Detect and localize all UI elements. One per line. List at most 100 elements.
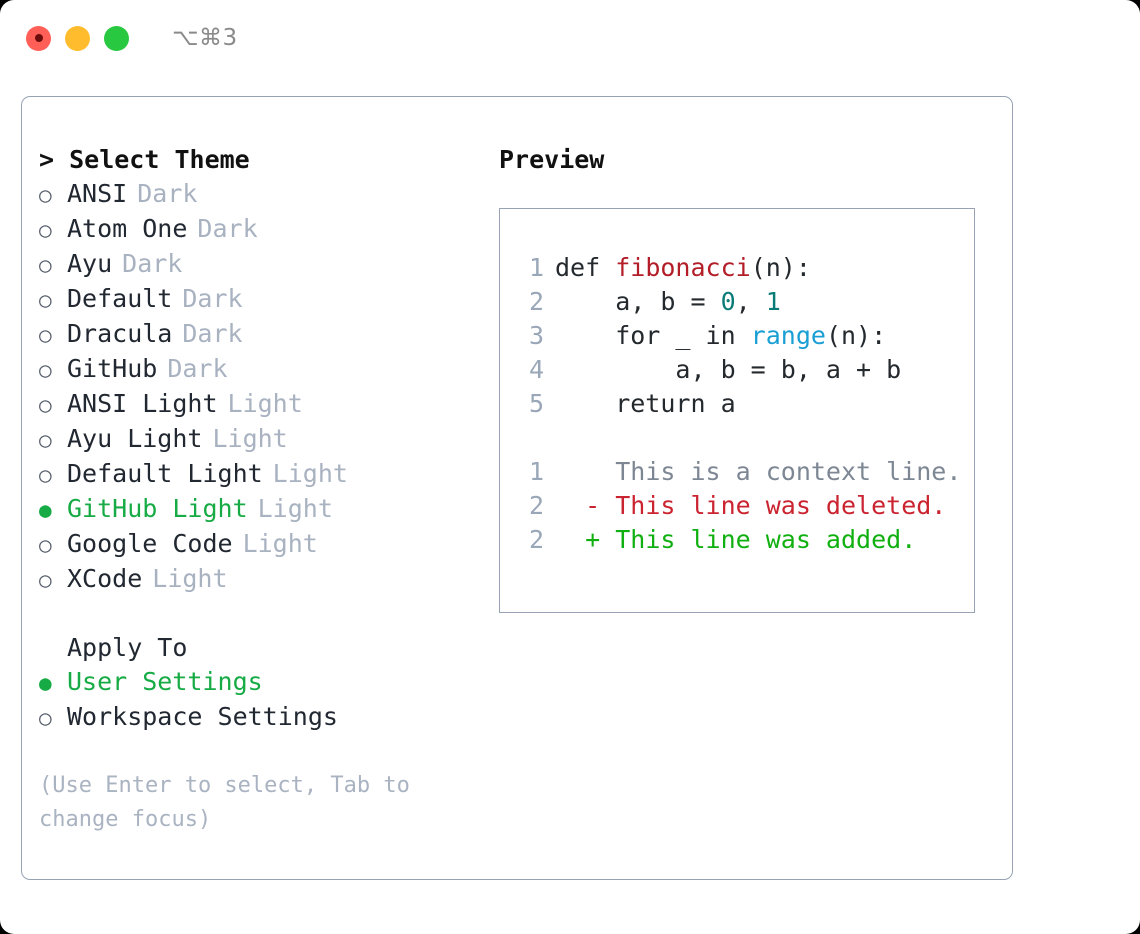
theme-option-label: Google Code	[67, 529, 233, 558]
diff-marker	[555, 457, 615, 486]
theme-variant-tag: Dark	[167, 354, 228, 383]
diff-text: This line was added.	[615, 525, 917, 554]
apply-to-option-user-settings[interactable]: ● User Settings	[39, 665, 499, 700]
line-number: 2	[528, 287, 544, 316]
code-token-num: 0	[720, 287, 736, 316]
code-line: 3 for _ in range(n):	[522, 319, 974, 353]
code-line: 1 def fibonacci(n):	[522, 251, 974, 285]
diff-marker: +	[555, 525, 616, 554]
spacer	[39, 597, 499, 631]
theme-option-default[interactable]: ○ Default Dark	[39, 282, 499, 317]
window-controls	[26, 25, 129, 51]
code-line: 2 a, b = 0, 1	[522, 285, 974, 319]
radio-unselected-icon: ○	[39, 533, 52, 557]
code-token-plain: a, b = b, a + b	[555, 355, 902, 384]
theme-variant-tag: Dark	[197, 214, 258, 243]
keyboard-hint-text: (Use Enter to select, Tab to change focu…	[39, 773, 424, 832]
theme-option-label: Dracula	[67, 319, 173, 348]
code-line: 4 a, b = b, a + b	[522, 353, 974, 387]
theme-option-label: XCode	[67, 564, 143, 593]
theme-option-ansi-light[interactable]: ○ ANSI Light Light	[39, 387, 499, 422]
radio-unselected-icon: ○	[39, 393, 52, 417]
theme-option-xcode[interactable]: ○ XCode Light	[39, 562, 499, 597]
theme-option-ansi[interactable]: ○ ANSI Dark	[39, 177, 499, 212]
apply-to-option-workspace-settings[interactable]: ○ Workspace Settings	[39, 700, 499, 735]
zoom-button[interactable]	[104, 25, 129, 51]
select-theme-heading: > Select Theme	[39, 145, 250, 174]
diff-sample: 1 This is a context line.2 - This line w…	[522, 455, 974, 557]
line-number: 3	[528, 321, 544, 350]
apply-to-option-label: Workspace Settings	[67, 702, 338, 731]
theme-variant-tag: Light	[152, 564, 228, 593]
theme-option-label: ANSI	[67, 179, 128, 208]
line-number: 5	[528, 389, 544, 418]
line-number: 1	[528, 253, 544, 282]
theme-variant-tag: Dark	[182, 319, 243, 348]
code-line: 5 return a	[522, 387, 974, 421]
spacer	[522, 421, 974, 455]
theme-option-default-light[interactable]: ○ Default Light Light	[39, 457, 499, 492]
code-token-plain: for _ in	[555, 321, 751, 350]
theme-option-label: GitHub	[67, 354, 158, 383]
radio-unselected-icon: ○	[39, 358, 52, 382]
radio-unselected-icon: ○	[39, 218, 52, 242]
radio-unselected-icon: ○	[39, 183, 52, 207]
minimize-button[interactable]	[65, 25, 90, 51]
code-token-plain: (n):	[750, 253, 811, 282]
apply-to-heading: Apply To	[67, 633, 188, 662]
keyboard-shortcut-label: ⌥⌘3	[172, 25, 238, 51]
theme-variant-tag: Dark	[122, 249, 183, 278]
radio-unselected-icon: ○	[39, 288, 52, 312]
radio-selected-icon: ●	[39, 498, 52, 522]
line-number: 4	[528, 355, 544, 384]
theme-option-label: Ayu Light	[67, 424, 203, 453]
theme-variant-tag: Light	[212, 424, 288, 453]
diff-line-ctx: 1 This is a context line.	[522, 455, 974, 489]
radio-unselected-icon: ○	[39, 463, 52, 487]
apply-to-option-list: ● User Settings ○ Workspace Settings	[39, 665, 499, 735]
theme-option-label: Default Light	[67, 459, 263, 488]
code-token-plain: a, b =	[555, 287, 721, 316]
theme-variant-tag: Light	[272, 459, 348, 488]
theme-option-label: ANSI Light	[67, 389, 218, 418]
theme-variant-tag: Light	[227, 389, 303, 418]
line-number: 2	[528, 491, 544, 520]
code-token-fn: fibonacci	[615, 253, 751, 282]
theme-variant-tag: Light	[242, 529, 318, 558]
close-button[interactable]	[26, 25, 51, 51]
code-token-num: 1	[765, 287, 781, 316]
theme-option-github[interactable]: ○ GitHub Dark	[39, 352, 499, 387]
theme-option-ayu-light[interactable]: ○ Ayu Light Light	[39, 422, 499, 457]
radio-unselected-icon: ○	[39, 706, 52, 730]
theme-option-dracula[interactable]: ○ Dracula Dark	[39, 317, 499, 352]
theme-option-label: Default	[67, 284, 173, 313]
diff-marker: -	[555, 491, 616, 520]
code-token-plain: return a	[555, 389, 736, 418]
theme-variant-tag: Dark	[137, 179, 198, 208]
preview-heading: Preview	[499, 145, 605, 174]
radio-unselected-icon: ○	[39, 323, 52, 347]
theme-variant-tag: Dark	[182, 284, 243, 313]
radio-unselected-icon: ○	[39, 253, 52, 277]
diff-line-del: 2 - This line was deleted.	[522, 489, 974, 523]
radio-unselected-icon: ○	[39, 428, 52, 452]
code-token-plain: ,	[735, 287, 766, 316]
code-token-plain: def	[555, 253, 616, 282]
radio-selected-icon: ●	[39, 671, 52, 695]
code-token-plain: (n):	[825, 321, 887, 350]
radio-unselected-icon: ○	[39, 568, 52, 592]
theme-option-google-code[interactable]: ○ Google Code Light	[39, 527, 499, 562]
apply-to-option-label: User Settings	[67, 667, 263, 696]
theme-option-label: Ayu	[67, 249, 113, 278]
line-number: 2	[528, 525, 544, 554]
theme-option-ayu[interactable]: ○ Ayu Dark	[39, 247, 499, 282]
